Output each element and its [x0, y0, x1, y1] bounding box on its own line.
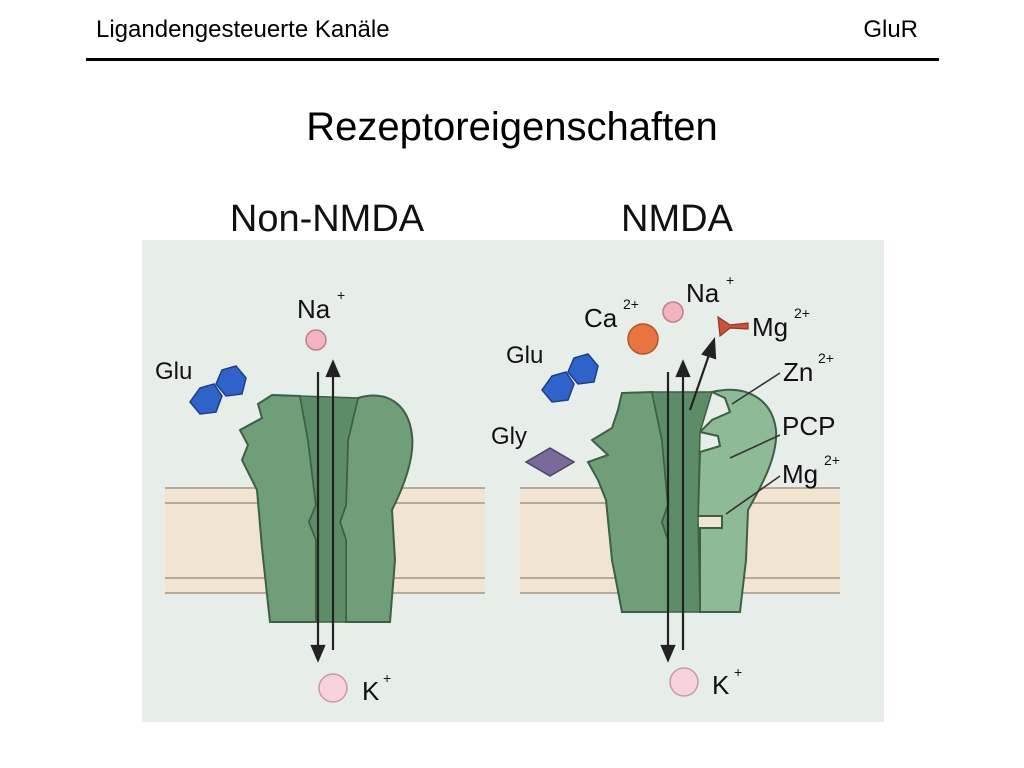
magnesium-charge-top: 2+ [794, 305, 810, 321]
potassium-charge-left: + [383, 670, 391, 686]
glutamate-label-right: Glu [506, 342, 543, 369]
calcium-charge: 2+ [623, 296, 639, 312]
calcium-label: Ca [584, 303, 618, 333]
sodium-ion-right [662, 301, 684, 323]
header-receptor: GluR [863, 16, 918, 43]
sodium-charge-left: + [337, 287, 345, 303]
zinc-label: Zn [783, 357, 813, 387]
magnesium-label-top: Mg [752, 312, 788, 342]
glutamate-molecule-right [541, 353, 599, 403]
potassium-ion-left [318, 673, 348, 703]
glutamate-label-left: Glu [155, 358, 192, 385]
header-topic: Ligandengesteuerte Kanäle [96, 16, 390, 43]
magnesium-label-bottom: Mg [782, 459, 818, 489]
calcium-ion [627, 323, 659, 355]
pcp-label: PCP [782, 411, 835, 441]
sodium-label-right: Na [686, 278, 720, 308]
glutamate-molecule-left [189, 365, 247, 415]
potassium-label-right: K [712, 670, 730, 700]
leader-lines [725, 372, 781, 515]
zinc-charge: 2+ [818, 350, 834, 366]
sodium-charge-right: + [726, 272, 734, 288]
slide-title: Rezeptoreigenschaften [306, 105, 718, 149]
potassium-label-left: K [362, 676, 380, 706]
glycine-label: Gly [491, 423, 527, 450]
magnesium-block-top [717, 315, 749, 338]
panel-title-non-nmda: Non-NMDA [230, 198, 425, 240]
panel-title-nmda: NMDA [621, 198, 734, 240]
potassium-ion-right [669, 667, 699, 697]
ion-flow-arrows-right [660, 337, 717, 663]
sodium-ion-left [305, 329, 327, 351]
sodium-label-left: Na [297, 294, 331, 324]
ion-flow-arrows-left [310, 359, 341, 663]
header-rule [86, 58, 939, 61]
channel-non-nmda [238, 393, 414, 623]
glycine-molecule [524, 447, 576, 477]
potassium-charge-right: + [734, 664, 742, 680]
magnesium-charge-bottom: 2+ [824, 452, 840, 468]
